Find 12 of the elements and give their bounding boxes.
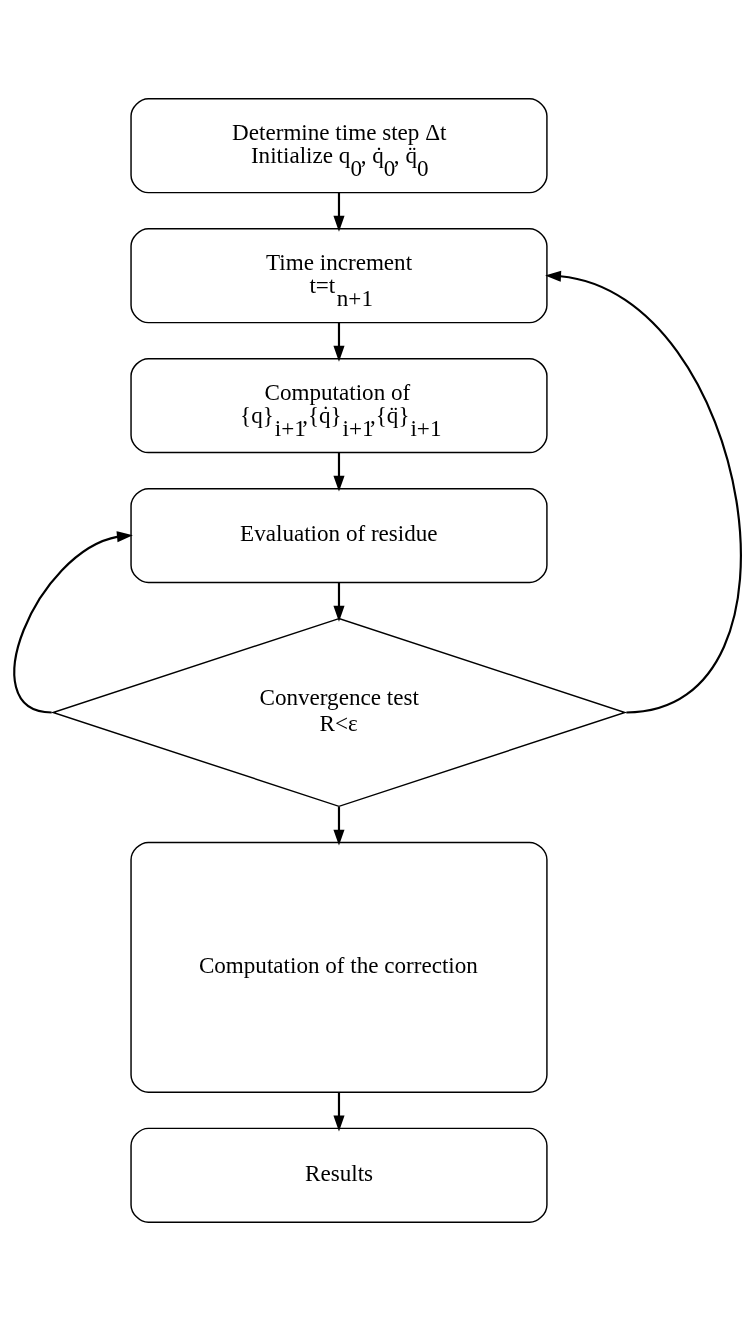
arrow [13, 531, 133, 714]
arrow [333, 1092, 345, 1132]
node-diamond: Convergence test R<ε [50, 617, 628, 808]
arrow [545, 270, 742, 714]
arrow [333, 452, 345, 492]
node-box: Results [130, 1127, 548, 1223]
node-box: Computation of the correction [130, 841, 548, 1093]
node-box: Evaluation of residue [130, 487, 548, 584]
arrow [333, 582, 345, 622]
arrow [333, 323, 345, 362]
arrow [333, 193, 345, 232]
arrow [333, 807, 345, 846]
